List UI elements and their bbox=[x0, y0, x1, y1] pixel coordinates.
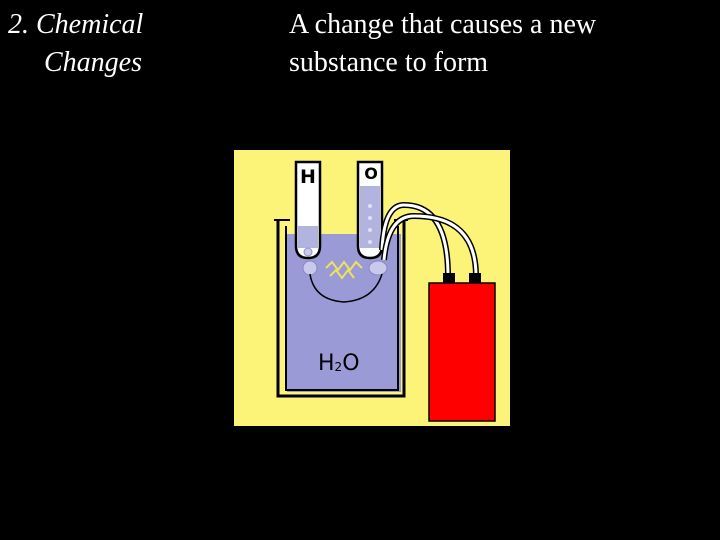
electrolysis-diagram: H O H2O bbox=[234, 150, 510, 426]
reaction-zigzag-lower bbox=[329, 268, 355, 280]
oxygen-bubble-2 bbox=[368, 216, 372, 220]
water-formula-subscript: 2 bbox=[335, 360, 343, 374]
oxygen-tube-label: O bbox=[364, 164, 378, 183]
cathode-electrode bbox=[302, 260, 318, 276]
water-formula-label: H2O bbox=[318, 351, 360, 376]
definition-line-2: substance to form bbox=[289, 47, 489, 78]
battery-terminal-right bbox=[469, 273, 481, 283]
hydrogen-bubble bbox=[303, 247, 313, 257]
wire-outer-core bbox=[380, 203, 450, 277]
electrolysis-illustration: H O H2O bbox=[234, 150, 510, 426]
item-title-line-1: 2. Chemical bbox=[8, 6, 143, 44]
hydrogen-tube-water bbox=[298, 226, 318, 248]
hydrogen-tube-label: H bbox=[300, 166, 316, 188]
item-title: 2. Chemical Changes bbox=[8, 6, 143, 82]
water-formula-h: H bbox=[318, 351, 335, 376]
battery-terminal-left bbox=[443, 273, 455, 283]
oxygen-bubble bbox=[368, 204, 372, 208]
inner-wire-loop bbox=[309, 273, 383, 303]
item-title-line-2: Changes bbox=[44, 47, 142, 78]
oxygen-bubble-4 bbox=[368, 240, 372, 244]
definition-line-1: A change that causes a new bbox=[289, 9, 597, 40]
anode-electrode bbox=[368, 260, 388, 276]
definition-text: A change that causes a new substance to … bbox=[289, 6, 709, 82]
beaker-outer-wall bbox=[276, 220, 406, 398]
wire-inner-core bbox=[382, 214, 478, 277]
item-title-word-1: Chemical bbox=[36, 9, 144, 40]
item-number: 2. bbox=[8, 9, 29, 40]
battery bbox=[428, 282, 496, 422]
reaction-zigzag-upper bbox=[325, 260, 363, 272]
oxygen-bubble-3 bbox=[368, 228, 372, 232]
water-formula-o: O bbox=[342, 351, 359, 376]
beaker-inner-wall bbox=[285, 226, 399, 391]
